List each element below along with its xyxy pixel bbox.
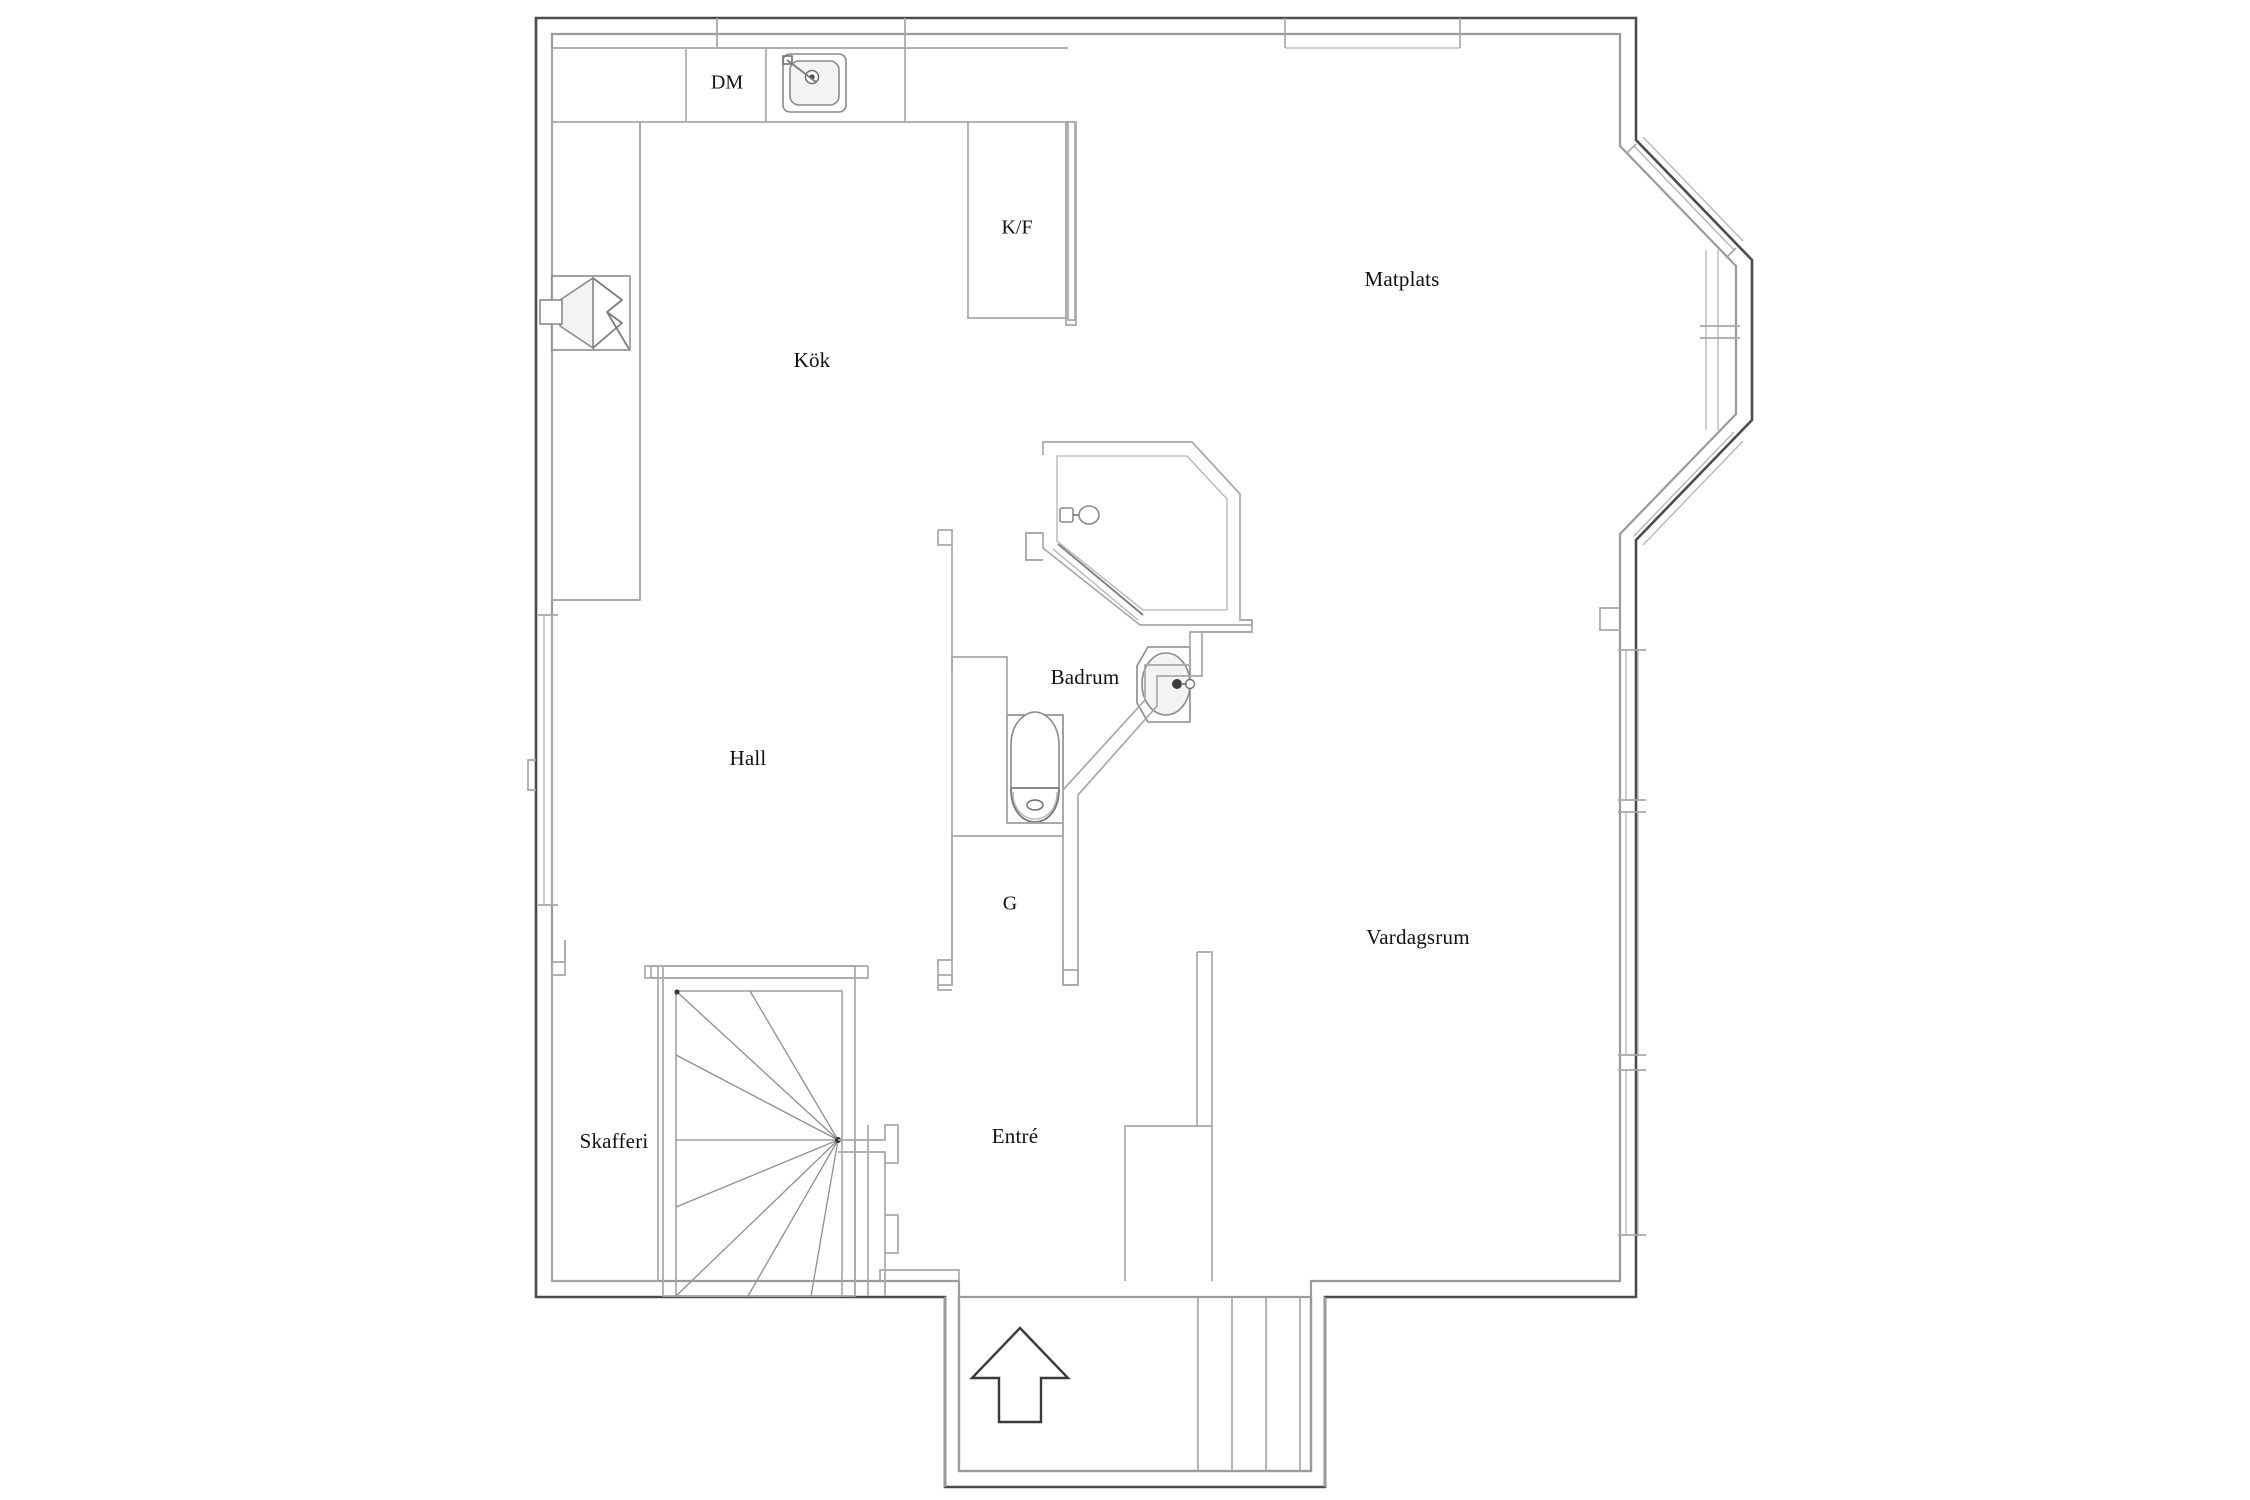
room-label-vardagsrum: Vardagsrum	[1366, 925, 1469, 949]
room-label-skafferi: Skafferi	[580, 1129, 649, 1153]
partition-badrum-diagonal	[1062, 631, 1252, 985]
shower-mixer-icon	[1059, 505, 1100, 525]
winder-staircase	[650, 965, 899, 1297]
window-top-dining	[1284, 18, 1461, 49]
shower-enclosure	[1025, 441, 1253, 633]
partition-entre-vardagsrum	[1124, 951, 1213, 1281]
room-label-garderob: G	[1003, 893, 1017, 915]
window-right-middle	[1618, 811, 1646, 1056]
room-label-matplats: Matplats	[1364, 267, 1439, 291]
partition-badrum-left	[951, 656, 1008, 823]
appliance-label-fridge-freezer: K/F	[1001, 217, 1032, 239]
kitchen-counter-run	[551, 47, 1076, 601]
window-right-lower	[1618, 1069, 1646, 1236]
room-label-entre: Entré	[992, 1124, 1038, 1148]
partition-badrum-lower	[952, 822, 1064, 837]
entrance-porch	[944, 1295, 1326, 1487]
room-label-group: Kök Matplats Hall Badrum Vardagsrum Entr…	[580, 72, 1470, 1153]
kitchen-sink-icon	[782, 53, 847, 113]
room-label-badrum: Badrum	[1051, 665, 1120, 689]
window-bay-upper-diagonal	[1625, 136, 1744, 259]
partition-hall-right	[937, 529, 953, 991]
skafferi-walls	[551, 940, 659, 1282]
window-left-upper	[527, 614, 558, 906]
appliance-label-dishwasher: DM	[711, 72, 743, 94]
room-label-kok: Kök	[794, 348, 831, 372]
room-label-hall: Hall	[730, 746, 767, 770]
partition-entre-left	[879, 1269, 960, 1281]
fridge-freezer-unit	[967, 121, 1077, 326]
building-outer-wall	[534, 16, 1754, 1489]
wash-basin-icon	[1136, 646, 1196, 723]
window-bay-vertical	[1700, 250, 1740, 430]
wood-stove-icon	[539, 275, 631, 351]
window-bay-lower-diagonal	[1633, 431, 1744, 546]
toilet-icon	[1006, 711, 1064, 824]
right-wall-niche	[1599, 607, 1620, 631]
north-arrow-icon	[969, 1326, 1071, 1424]
window-right-upper	[1618, 649, 1646, 801]
